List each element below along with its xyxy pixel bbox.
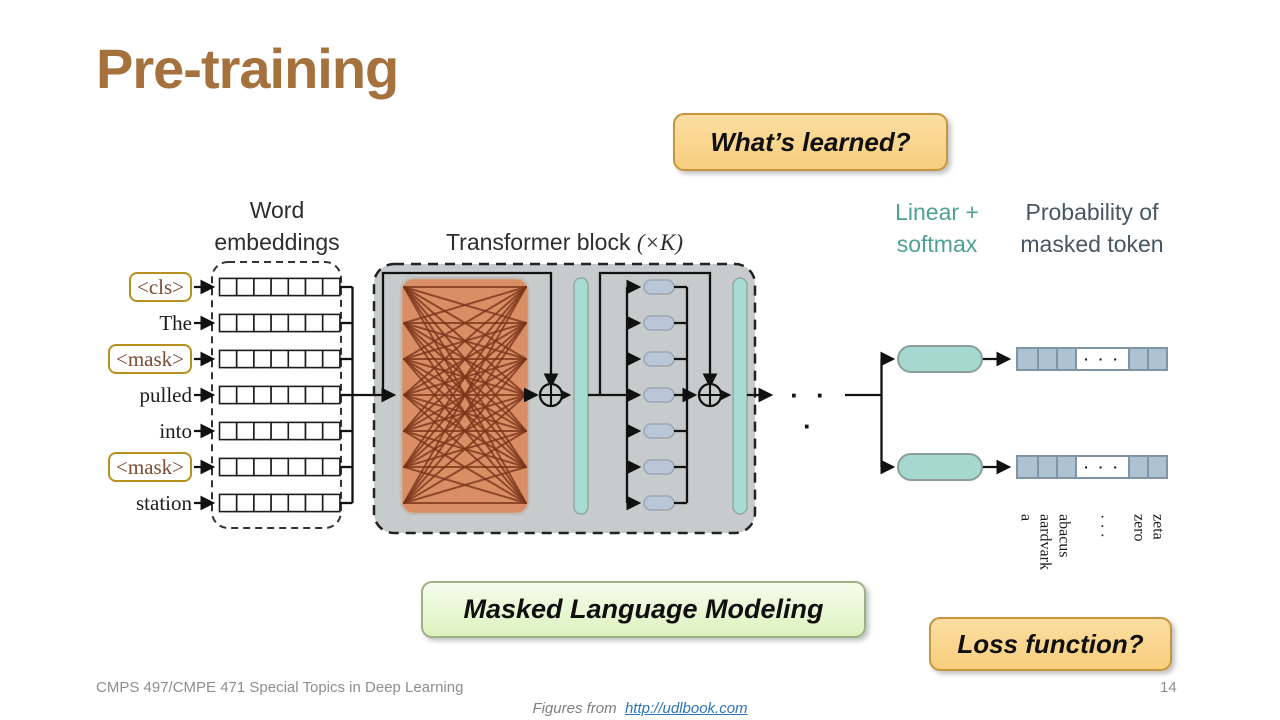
vocab-aardvark: aardvark [1036,514,1054,570]
vocabulary-labels: a aardvark abacus · · · zero zeta [1016,514,1168,614]
token-mask-2: <mask> [107,452,192,482]
whats-learned-label: What’s learned? [710,126,911,157]
probability-vector-top: · · · [1016,347,1168,371]
residual-path-1 [381,271,572,403]
footer-course: CMPS 497/CMPE 471 Special Topics in Deep… [96,679,464,696]
vector-cell [1056,457,1075,477]
token-cls: <cls> [128,272,192,302]
vocab-ellipsis: · · · [1093,514,1110,538]
residual-add-1 [538,382,564,408]
vector-cell [1056,349,1075,369]
repeat-ellipsis: · · · [790,380,830,441]
head-branch [845,351,1012,475]
vector-cell [1147,457,1166,477]
whats-learned-callout: What’s learned? [673,113,948,171]
vector-cell [1018,349,1037,369]
transformer-block-header: Transformer block (×K) [374,226,755,259]
token-pulled: pulled [139,383,193,407]
word-embeddings-header: Word embeddings [197,194,357,258]
token-station: station [136,491,192,515]
transformer-block-outline [372,262,757,535]
page-number: 14 [1160,679,1177,696]
slide-title: Pre-training [96,37,399,100]
residual-add-2 [697,382,723,408]
self-attention-block [399,276,531,516]
vocab-abacus: abacus [1055,514,1073,558]
mlp-section [588,271,732,511]
masked-lm-label: Masked Language Modeling [463,594,824,624]
figure-credit: Figures from http://udlbook.com [0,700,1280,717]
layernorm-bars [573,277,748,515]
transformer-label-math: (×K) [636,230,684,255]
vocab-zeta: zeta [1149,514,1167,540]
credit-prefix: Figures from [532,700,617,717]
vector-cell [1018,457,1037,477]
vector-ellipsis: · · · [1075,349,1128,369]
token-the: The [159,311,192,335]
embedding-wiring [194,279,397,511]
token-into: into [159,419,192,443]
vector-cell [1128,457,1147,477]
probability-header: Probability of masked token [1012,196,1172,260]
token-column: <cls> The <mask> pulled into <mask> stat… [80,0,192,720]
vector-cell [1128,349,1147,369]
vector-cell [1147,349,1166,369]
vector-cell [1037,349,1056,369]
vector-cell [1037,457,1056,477]
loss-function-label: Loss function? [957,628,1144,659]
word-embeddings-line1: Word [249,197,305,223]
udlbook-link[interactable]: http://udlbook.com [624,700,748,717]
token-mask-1: <mask> [107,344,192,374]
linear-softmax-pills [897,345,983,481]
vocab-zero: zero [1130,514,1148,542]
embeddings-matrix [211,261,342,529]
transformer-label: Transformer block [445,229,637,255]
probability-vector-bottom: · · · [1016,455,1168,479]
vector-ellipsis: · · · [1075,457,1128,477]
word-embeddings-line2: embeddings [214,229,340,255]
probability-line1: Probability of [1025,199,1159,225]
loss-function-callout: Loss function? [929,617,1172,671]
linear-softmax-header: Linear + softmax [877,196,997,260]
attention-mesh [403,286,527,504]
masked-lm-callout: Masked Language Modeling [421,581,866,638]
linear-softmax-line2: softmax [896,231,978,257]
vocab-a: a [1017,514,1035,522]
probability-line2: masked token [1020,231,1164,257]
linear-softmax-line1: Linear + [895,199,979,225]
